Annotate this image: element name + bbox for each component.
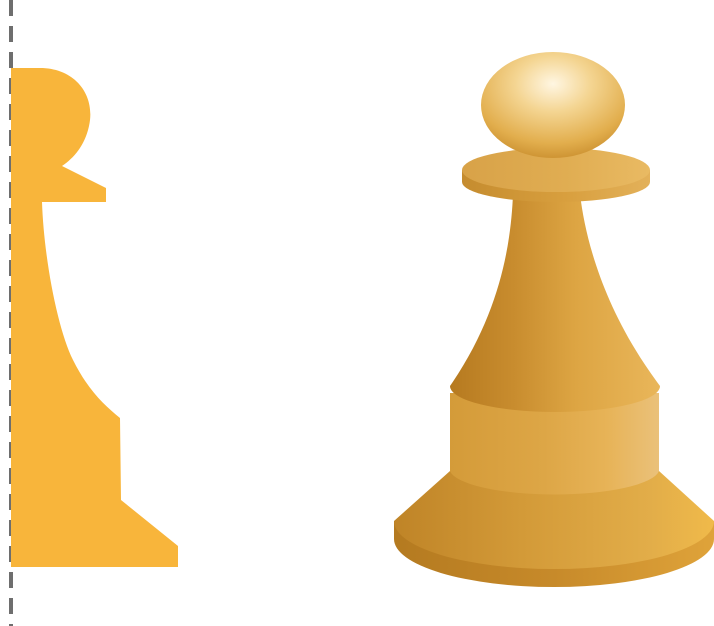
pawn-profile bbox=[11, 68, 178, 567]
pawn-head bbox=[481, 52, 625, 158]
pawn-body bbox=[450, 194, 660, 412]
3d-pawn bbox=[394, 52, 714, 587]
